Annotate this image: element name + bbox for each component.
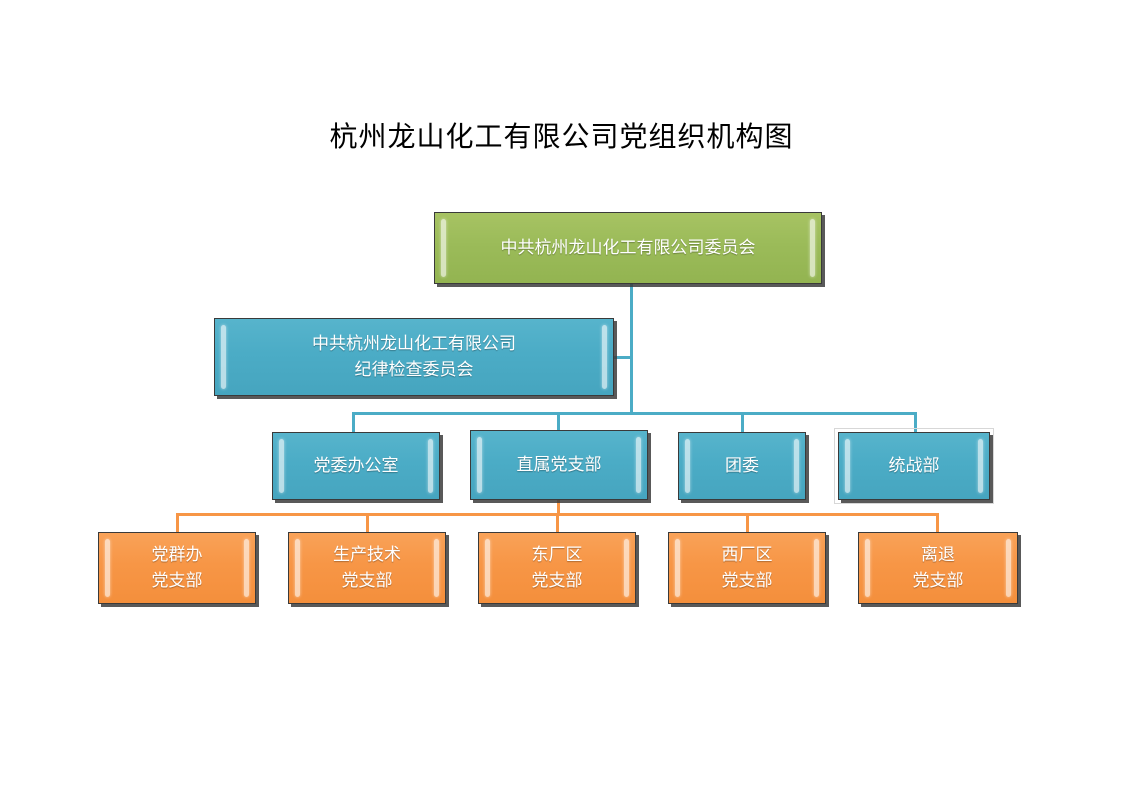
connector-level2-bus <box>352 412 917 415</box>
org-node-production-tech-branch[interactable]: 生产技术 党支部 <box>288 532 446 604</box>
org-node-direct-branch[interactable]: 直属党支部 <box>470 430 648 500</box>
org-node-united-front[interactable]: 统战部 <box>834 428 994 504</box>
connector-drop-production <box>366 513 369 533</box>
connector-direct-branch-trunk <box>557 500 560 514</box>
connector-drop-united-front <box>914 412 917 433</box>
connector-drop-youth-league <box>741 412 744 433</box>
connector-trunk-vertical <box>630 284 633 414</box>
org-node-mass-org-branch-label: 党群办 党支部 <box>151 544 203 590</box>
org-node-discipline-committee-label: 中共杭州龙山化工有限公司 纪律检查委员会 <box>312 333 516 379</box>
org-node-youth-league-label: 团委 <box>725 455 759 475</box>
org-node-production-tech-branch-label: 生产技术 党支部 <box>333 544 401 590</box>
org-node-united-front-label: 统战部 <box>888 455 940 475</box>
org-node-east-plant-branch-label: 东厂区 党支部 <box>531 544 583 590</box>
org-node-mass-org-branch[interactable]: 党群办 党支部 <box>98 532 256 604</box>
connector-drop-mass-org <box>176 513 179 533</box>
connector-drop-retired <box>936 513 939 533</box>
org-node-retired-branch[interactable]: 离退 党支部 <box>858 532 1018 604</box>
page-title: 杭州龙山化工有限公司党组织机构图 <box>329 121 794 152</box>
connector-drop-direct-branch <box>557 412 560 431</box>
org-node-discipline-committee[interactable]: 中共杭州龙山化工有限公司 纪律检查委员会 <box>214 318 614 396</box>
connector-discipline-horizontal <box>613 356 633 359</box>
org-node-retired-branch-label: 离退 党支部 <box>912 544 964 590</box>
connector-drop-west-plant <box>746 513 749 533</box>
org-node-party-committee-label: 中共杭州龙山化工有限公司委员会 <box>500 237 756 257</box>
org-node-youth-league[interactable]: 团委 <box>678 432 806 500</box>
org-node-west-plant-branch[interactable]: 西厂区 党支部 <box>668 532 826 604</box>
org-node-party-office-label: 党委办公室 <box>313 455 399 475</box>
org-node-direct-branch-label: 直属党支部 <box>516 454 602 474</box>
connector-drop-east-plant <box>556 513 559 533</box>
org-node-party-committee[interactable]: 中共杭州龙山化工有限公司委员会 <box>434 212 822 284</box>
org-node-east-plant-branch[interactable]: 东厂区 党支部 <box>478 532 636 604</box>
org-node-party-office[interactable]: 党委办公室 <box>272 432 440 500</box>
org-node-west-plant-branch-label: 西厂区 党支部 <box>721 544 773 590</box>
connector-drop-office <box>352 412 355 433</box>
